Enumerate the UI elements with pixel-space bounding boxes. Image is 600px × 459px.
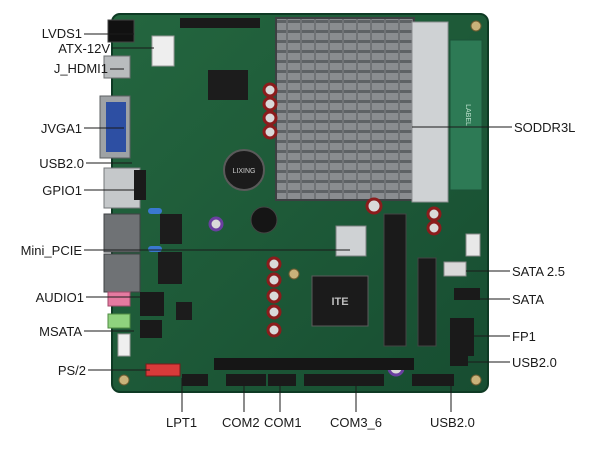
label-msata: MSATA [39,324,82,339]
label-ps2: PS/2 [57,363,86,378]
hdmi-port [103,55,131,79]
io-chip-logo: ITE [331,296,348,308]
label-usb20-bottom: USB2.0 [430,415,475,430]
mount-hole [470,374,482,386]
usb-header [450,342,468,366]
label-sata25: SATA 2.5 [512,264,565,279]
capacitors [208,82,442,377]
msata-slot [417,257,437,347]
label-fp1: FP1 [512,329,536,344]
chip [160,214,182,244]
mount-hole [288,268,300,280]
label-com3-6: COM3_6 [330,415,383,430]
label-usb20-left: USB2.0 [39,156,84,171]
label-usb20-right: USB2.0 [512,355,557,370]
label-soddr3l: SODDR3L [514,120,576,135]
sata25-connector [443,261,467,277]
top-header [180,18,260,28]
audio-jack [107,313,131,329]
cmos-battery [223,149,265,191]
mini-pcie-slot [383,213,407,347]
bottom-headers [145,358,454,386]
sata-port [454,288,480,300]
label-lpt1: LPT1 [166,415,198,430]
label-mini-pcie: Mini_PCIE [20,243,82,258]
atx12v-connector [151,35,175,67]
msata-header [140,320,162,338]
leader-lines [84,33,512,412]
mount-hole [118,374,130,386]
gpio-header [134,170,146,200]
heatsink [275,17,415,201]
label-jvga1: JVGA1 [40,121,82,136]
label-lvds1: LVDS1 [41,26,82,41]
rj45-port [103,213,141,253]
audio-jack [107,291,131,307]
mount-hole [470,20,482,32]
label-com2: COM2 [222,415,260,430]
vga-port-inner [106,102,126,152]
label-sata: SATA [512,292,545,307]
label-audio1: AUDIO1 [35,290,84,305]
label-gpio1: GPIO1 [42,183,82,198]
sata-connector [465,233,481,257]
blue-cap [148,208,162,214]
lvds-connector [107,19,135,43]
chip [176,302,192,320]
dimm-label-text: LABEL [464,104,471,126]
sodimm-module [449,39,483,191]
io-chip [311,275,369,327]
label-com1: COM1 [264,415,302,430]
sodimm-slot [411,21,449,203]
label-atx12v: ATX-12V [58,41,110,56]
sim-socket [335,225,367,257]
rj45-port [103,253,141,293]
ps2-connector [117,333,131,357]
audio-header [140,292,164,316]
battery-brand: LIXING [233,168,256,175]
buzzer [250,206,278,234]
label-jhdmi1: J_HDMI1 [53,61,108,76]
blue-cap [148,246,162,252]
chip [208,70,248,100]
chip [158,252,182,284]
